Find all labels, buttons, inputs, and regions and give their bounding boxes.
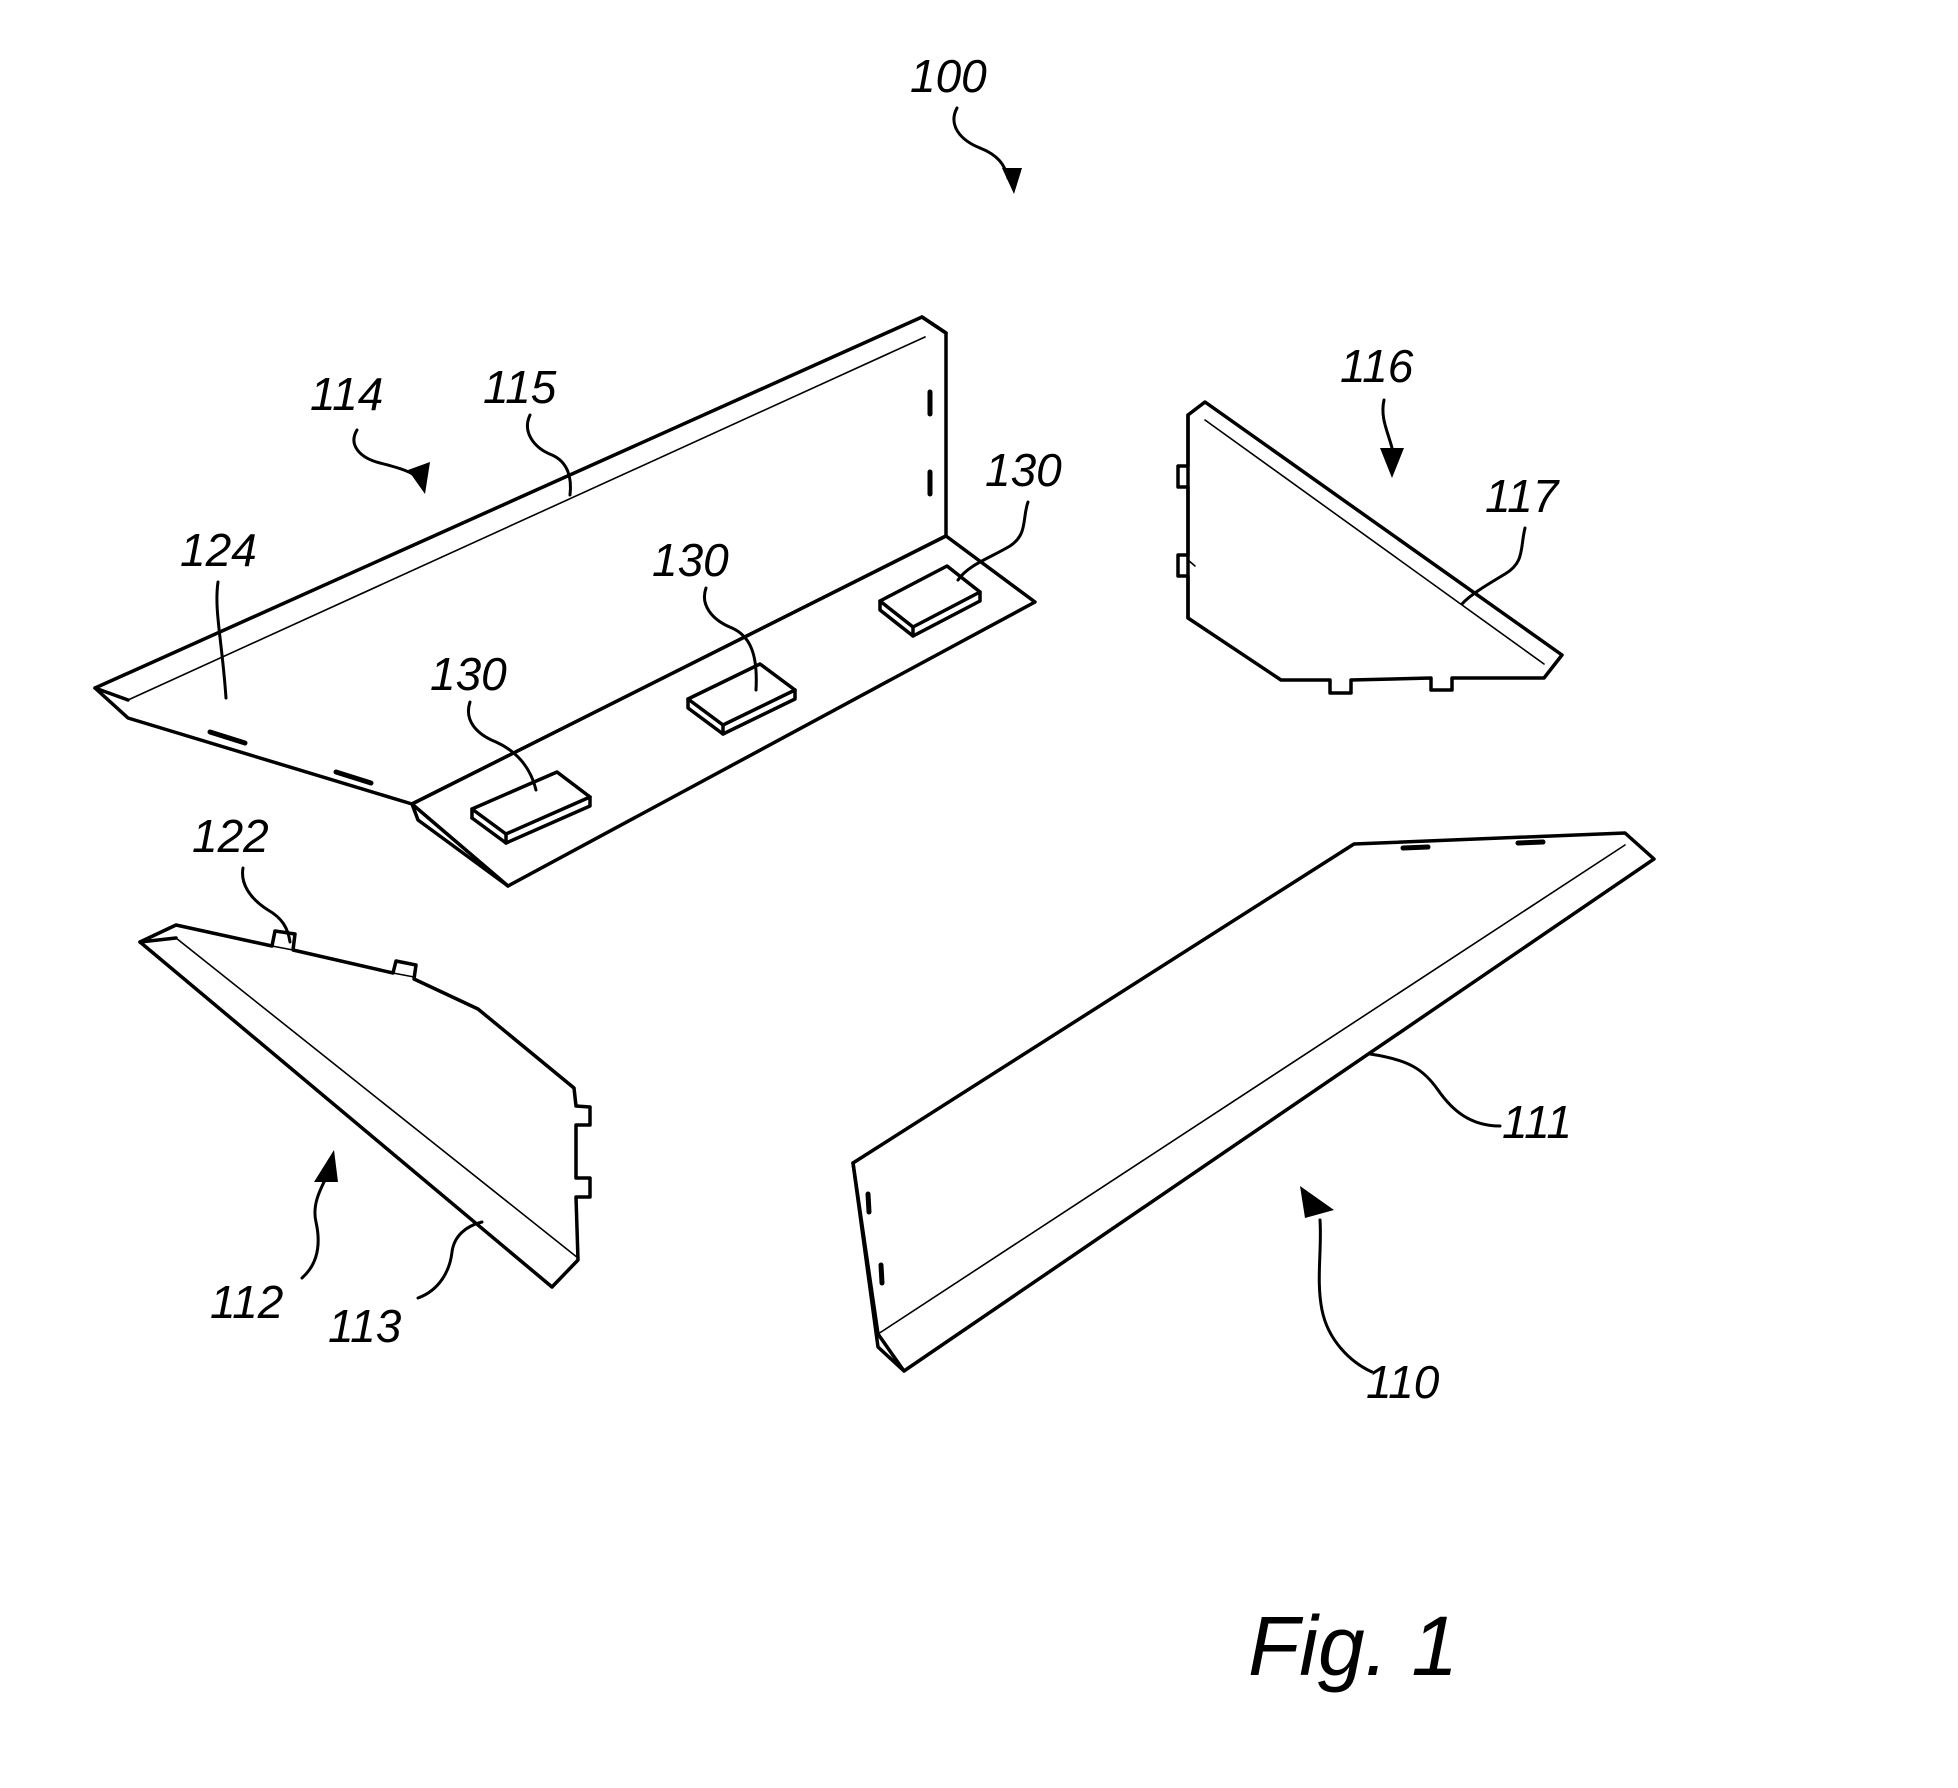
slot-mark	[1403, 847, 1428, 848]
label-114: 114	[310, 368, 383, 420]
leader-110	[1300, 1186, 1372, 1372]
label-130-middle: 130	[652, 534, 729, 586]
leader-111	[1370, 1054, 1500, 1126]
leader-100	[954, 108, 1022, 194]
slot-mark	[868, 1194, 869, 1212]
label-117: 117	[1485, 470, 1560, 522]
leader-112	[302, 1150, 338, 1278]
leader-130-right	[958, 502, 1028, 580]
leader-113	[418, 1222, 482, 1298]
back-panel-114	[95, 317, 1035, 886]
label-113: 113	[328, 1300, 402, 1352]
label-115: 115	[483, 361, 557, 413]
label-116: 116	[1340, 340, 1414, 392]
label-130-left: 130	[430, 648, 507, 700]
leader-116	[1380, 400, 1404, 478]
label-111: 111	[1502, 1096, 1572, 1148]
label-112: 112	[210, 1276, 283, 1328]
slot-mark	[881, 1265, 882, 1283]
leader-114	[354, 430, 430, 494]
label-130-right: 130	[985, 444, 1062, 496]
label-122: 122	[192, 810, 269, 862]
label-124: 124	[180, 524, 257, 576]
slot-mark	[1518, 842, 1543, 843]
figure-caption: Fig. 1	[1248, 1599, 1458, 1693]
left-side-panel-112	[140, 925, 590, 1287]
right-side-panel-116	[1178, 402, 1562, 693]
label-100: 100	[910, 50, 987, 102]
label-110: 110	[1366, 1356, 1440, 1408]
